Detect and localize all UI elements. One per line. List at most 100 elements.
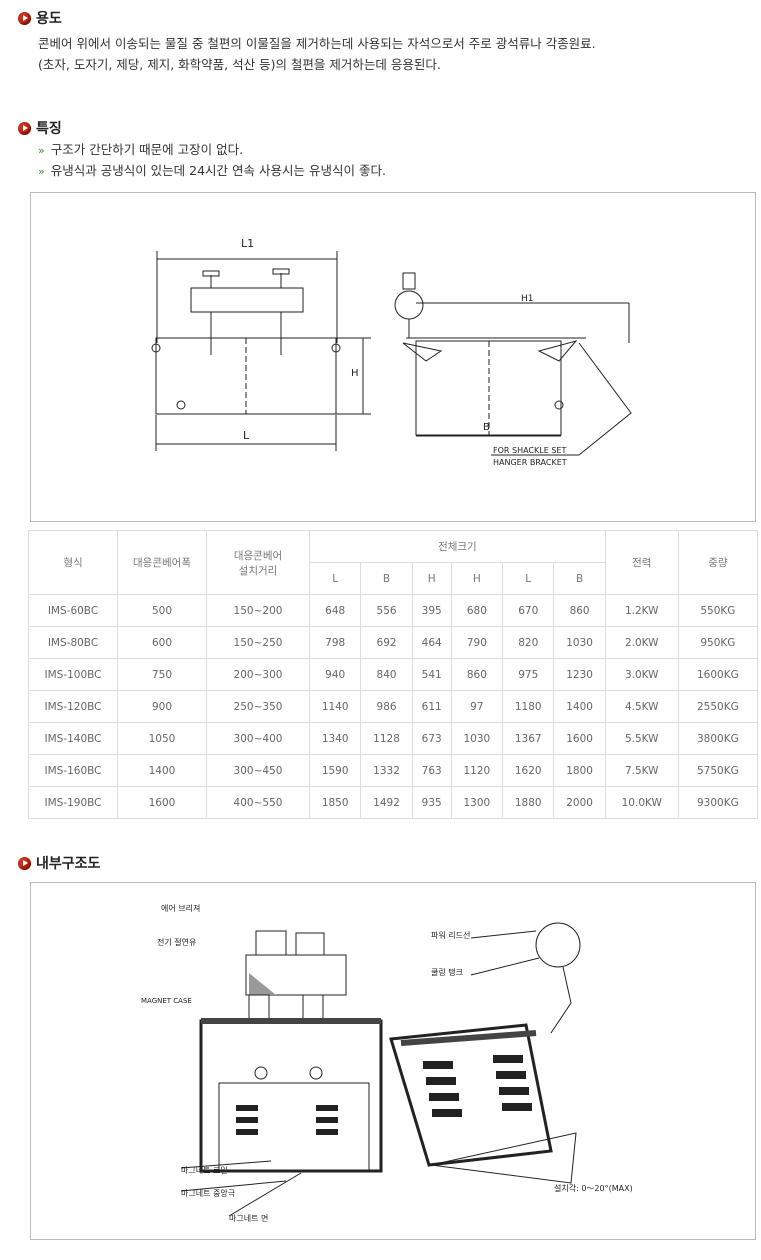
col-power: 전력	[604, 530, 679, 595]
table-cell: 1492	[360, 786, 413, 819]
internal-drawing-svg: 에어 브리져 전기 절연유 MAGNET CASE 마그네트 코일 마그네트 중…	[141, 903, 633, 1223]
table-cell: 2550KG	[677, 690, 759, 723]
table-cell: 1590	[308, 754, 362, 787]
internal-title: 내부구조도	[36, 856, 101, 872]
table-cell: 395	[411, 594, 452, 627]
bullet-arrow-icon	[18, 11, 31, 25]
table-cell: 763	[411, 754, 452, 787]
label-breather: 에어 브리져	[161, 903, 200, 913]
table-cell: 750	[117, 658, 207, 691]
table-cell: 1367	[502, 722, 555, 755]
table-cell: IMS-190BC	[28, 786, 118, 819]
table-cell: 975	[502, 658, 555, 691]
table-cell: 3800KG	[677, 722, 759, 755]
table-cell: 200~300	[206, 658, 310, 691]
table-cell: 1340	[308, 722, 362, 755]
col-size-h: H	[450, 562, 504, 595]
table-cell: 860	[553, 594, 606, 627]
col-width: 대응콘베어폭	[117, 530, 207, 595]
table-cell: 600	[117, 626, 207, 659]
table-cell: 5.5KW	[604, 722, 679, 755]
dimension-drawing-svg: L1 L H H1 B FOR SHACKLE SET HANGER BRACK…	[151, 237, 632, 467]
label-oil: 전기 절연유	[157, 937, 196, 947]
table-cell: 400~550	[206, 786, 310, 819]
col-weight: 중량	[677, 530, 759, 595]
table-cell: 1180	[502, 690, 555, 723]
table-cell: 670	[502, 594, 555, 627]
features-title: 특징	[36, 121, 62, 137]
col-size-l: L	[308, 562, 362, 595]
chevron-right-icon: »	[38, 144, 45, 157]
table-cell: 1800	[553, 754, 606, 787]
internal-heading: 내부구조도	[18, 853, 100, 873]
table-cell: 5750KG	[677, 754, 759, 787]
table-cell: 692	[360, 626, 413, 659]
table-cell: 860	[450, 658, 504, 691]
table-cell: 1880	[502, 786, 555, 819]
table-cell: 1050	[117, 722, 207, 755]
label-tank: 쿨링 탱크	[431, 967, 463, 977]
col-size: 전체크기	[309, 530, 606, 563]
table-cell: 500	[117, 594, 207, 627]
table-cell: 250~350	[206, 690, 310, 723]
table-cell: 1120	[450, 754, 504, 787]
label-b: B	[483, 422, 490, 433]
label-pole: 마그네트 중앙극	[181, 1188, 235, 1198]
table-cell: 300~450	[206, 754, 310, 787]
table-cell: 1030	[450, 722, 504, 755]
table-cell: 1128	[360, 722, 413, 755]
usage-line-1: 콘베어 위에서 이송되는 물질 중 철편의 이물질을 제거하는데 사용되는 자석…	[38, 36, 596, 51]
table-cell: 464	[411, 626, 452, 659]
label-case: MAGNET CASE	[141, 997, 192, 1005]
table-cell: 2.0KW	[604, 626, 679, 659]
table-cell: 940	[308, 658, 362, 691]
table-cell: 9300KG	[677, 786, 759, 819]
table-cell: 648	[308, 594, 362, 627]
table-cell: 986	[360, 690, 413, 723]
table-cell: 1620	[502, 754, 555, 787]
table-cell: 300~400	[206, 722, 310, 755]
features-heading: 특징	[18, 118, 62, 138]
table-cell: 3.0KW	[604, 658, 679, 691]
table-cell: 2000	[553, 786, 606, 819]
table-cell: 1140	[308, 690, 362, 723]
table-cell: 820	[502, 626, 555, 659]
col-dist: 대응콘베어 설치거리	[206, 530, 310, 595]
bullet-arrow-icon	[18, 856, 31, 870]
label-h1: H1	[521, 294, 534, 304]
table-cell: 798	[308, 626, 362, 659]
label-h: H	[351, 368, 359, 379]
table-cell: 673	[411, 722, 452, 755]
table-cell: 790	[450, 626, 504, 659]
col-size-h: H	[411, 562, 452, 595]
table-cell: 840	[360, 658, 413, 691]
label-hanger: HANGER BRACKET	[493, 458, 567, 467]
table-cell: IMS-80BC	[28, 626, 118, 659]
dimension-drawing: L1 L H H1 B FOR SHACKLE SET HANGER BRACK…	[30, 192, 756, 522]
table-cell: IMS-160BC	[28, 754, 118, 787]
usage-heading: 용도	[18, 8, 62, 28]
table-cell: 4.5KW	[604, 690, 679, 723]
label-angle: 설치각: 0～20°(MAX)	[554, 1183, 633, 1193]
table-cell: 1600	[117, 786, 207, 819]
feature-item: »구조가 간단하기 때문에 고장이 없다.	[38, 139, 243, 158]
internal-drawing: 에어 브리져 전기 절연유 MAGNET CASE 마그네트 코일 마그네트 중…	[30, 882, 756, 1240]
label-l1: L1	[241, 237, 254, 250]
table-cell: 10.0KW	[604, 786, 679, 819]
col-model: 형식	[28, 530, 118, 595]
chevron-right-icon: »	[38, 165, 45, 178]
table-cell: IMS-140BC	[28, 722, 118, 755]
bullet-arrow-icon	[18, 121, 31, 135]
table-cell: 1300	[450, 786, 504, 819]
table-cell: 950KG	[677, 626, 759, 659]
feature-item: »유냉식과 공냉식이 있는데 24시간 연속 사용시는 유냉식이 좋다.	[38, 160, 386, 179]
table-cell: 550KG	[677, 594, 759, 627]
table-cell: 1400	[117, 754, 207, 787]
table-cell: 900	[117, 690, 207, 723]
